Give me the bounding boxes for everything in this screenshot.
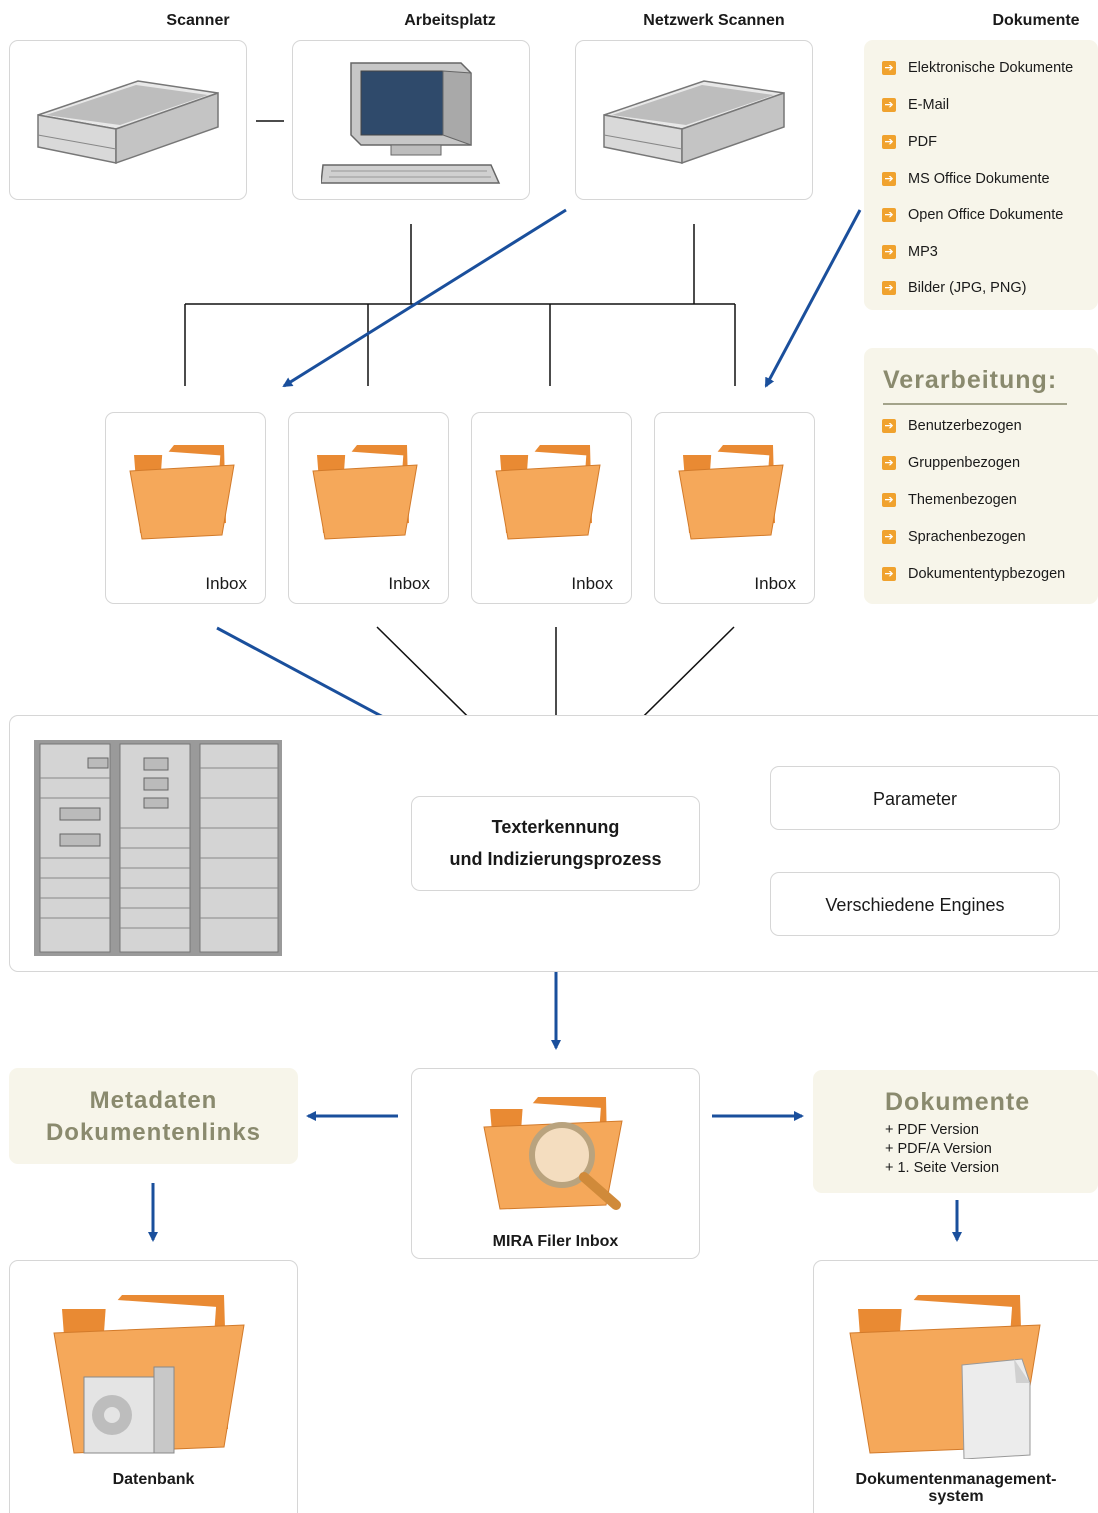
arrow-right-icon: ➔ bbox=[882, 135, 896, 149]
list-item: + PDF/A Version bbox=[885, 1141, 992, 1157]
inbox-label: Inbox bbox=[571, 574, 613, 593]
list-item: ➔E-Mail bbox=[882, 97, 949, 113]
inbox-label: Inbox bbox=[388, 574, 430, 593]
parameter-box: Parameter bbox=[770, 766, 1060, 830]
list-item: ➔MP3 bbox=[882, 244, 938, 260]
folder-icon bbox=[129, 445, 235, 540]
folder-icon bbox=[678, 445, 784, 540]
header-scanner: Scanner bbox=[166, 12, 230, 29]
header-arbeitsplatz: Arbeitsplatz bbox=[404, 12, 496, 29]
folder-icon bbox=[495, 445, 601, 540]
list-item: + 1. Seite Version bbox=[885, 1160, 1000, 1176]
database-folder-icon bbox=[53, 1295, 245, 1454]
divider bbox=[883, 403, 1067, 405]
dms-label: Dokumentenmanagement- system bbox=[814, 1471, 1098, 1505]
mira-label: MIRA Filer Inbox bbox=[492, 1233, 619, 1250]
header-netzwerk: Netzwerk Scannen bbox=[643, 12, 785, 29]
process-title-line2: und Indizierungsprozess bbox=[449, 849, 662, 869]
verarbeitung-panel: Verarbeitung: ➔Benutzerbezogen ➔Gruppenb… bbox=[864, 348, 1098, 604]
inbox-box-4: Inbox bbox=[654, 412, 815, 604]
parameter-label: Parameter bbox=[872, 789, 958, 809]
metadaten-panel: Metadaten Dokumentenlinks bbox=[9, 1068, 298, 1164]
mira-box: MIRA Filer Inbox bbox=[411, 1068, 700, 1259]
scanner-icon bbox=[37, 80, 219, 165]
inbox-label: Inbox bbox=[205, 574, 247, 593]
dokumente-panel: ➔Elektronische Dokumente ➔E-Mail ➔PDF ➔M… bbox=[864, 40, 1098, 310]
inbox-box-1: Inbox bbox=[105, 412, 266, 604]
document-folder-icon bbox=[849, 1295, 1041, 1459]
list-item: ➔Gruppenbezogen bbox=[882, 455, 1020, 471]
inbox-label: Inbox bbox=[754, 574, 796, 593]
dms-label-line2: system bbox=[928, 1488, 984, 1505]
list-item: ➔Open Office Dokumente bbox=[882, 207, 1063, 223]
network-scanner-icon bbox=[603, 80, 785, 165]
output-dokumente-panel: Dokumente + PDF Version + PDF/A Version … bbox=[813, 1070, 1098, 1193]
list-item: ➔Sprachenbezogen bbox=[882, 529, 1026, 545]
inbox-box-3: Inbox bbox=[471, 412, 632, 604]
netzwerk-scanner-box bbox=[575, 40, 813, 200]
list-item: ➔MS Office Dokumente bbox=[882, 171, 1050, 187]
list-item: + PDF Version bbox=[885, 1122, 979, 1138]
computer-icon bbox=[321, 62, 501, 184]
server-rack-icon bbox=[34, 740, 282, 956]
arrow-right-icon: ➔ bbox=[882, 208, 896, 222]
metadaten-line2: Dokumentenlinks bbox=[45, 1119, 262, 1146]
list-item: ➔PDF bbox=[882, 134, 937, 150]
arrow-right-icon: ➔ bbox=[882, 567, 896, 581]
list-item: ➔Themenbezogen bbox=[882, 492, 1017, 508]
list-item: ➔Benutzerbezogen bbox=[882, 418, 1022, 434]
list-item: ➔Elektronische Dokumente bbox=[882, 60, 1073, 76]
datenbank-box: Datenbank bbox=[9, 1260, 298, 1513]
arrow-right-icon: ➔ bbox=[882, 281, 896, 295]
arrow-right-icon: ➔ bbox=[882, 98, 896, 112]
arrow-right-icon: ➔ bbox=[882, 61, 896, 75]
dms-box: Dokumentenmanagement- system bbox=[813, 1260, 1098, 1513]
folder-search-icon bbox=[483, 1097, 623, 1210]
datenbank-label: Datenbank bbox=[112, 1471, 195, 1488]
arrow-right-icon: ➔ bbox=[882, 530, 896, 544]
engines-box: Verschiedene Engines bbox=[770, 872, 1060, 936]
arrow-right-icon: ➔ bbox=[882, 456, 896, 470]
list-item: ➔Bilder (JPG, PNG) bbox=[882, 280, 1026, 296]
inbox-box-2: Inbox bbox=[288, 412, 449, 604]
texterkennung-box: Texterkennung und Indizierungsprozess bbox=[411, 796, 700, 891]
dms-label-line1: Dokumentenmanagement- bbox=[855, 1471, 1057, 1488]
header-dokumente: Dokumente bbox=[992, 12, 1080, 29]
arrow-right-icon: ➔ bbox=[882, 419, 896, 433]
arrow-right-icon: ➔ bbox=[882, 172, 896, 186]
scanner-box bbox=[9, 40, 247, 200]
output-dokumente-title: Dokumente bbox=[885, 1088, 1031, 1116]
folder-icon bbox=[312, 445, 418, 540]
arbeitsplatz-box bbox=[292, 40, 530, 200]
process-title-line1: Texterkennung bbox=[491, 817, 620, 837]
engines-label: Verschiedene Engines bbox=[825, 895, 1005, 915]
verarbeitung-title: Verarbeitung: bbox=[883, 366, 1058, 394]
list-item: ➔Dokumententypbezogen bbox=[882, 566, 1065, 582]
arrow-right-icon: ➔ bbox=[882, 493, 896, 507]
output-dokumente-list: + PDF Version + PDF/A Version + 1. Seite… bbox=[885, 1121, 999, 1178]
arrow-right-icon: ➔ bbox=[882, 245, 896, 259]
metadaten-line1: Metadaten bbox=[89, 1087, 218, 1114]
